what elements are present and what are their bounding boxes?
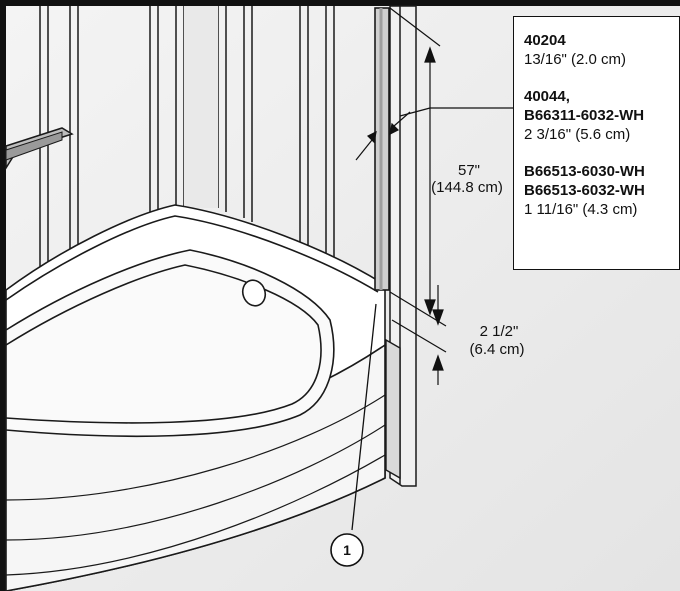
callout-leader [351, 303, 377, 531]
gap-dimension-metric: (6.4 cm) [469, 341, 524, 358]
callout-1: 1 [330, 533, 364, 567]
trim-bar [374, 7, 401, 480]
spec-size: 13/16" (2.0 cm) [524, 51, 627, 68]
spec-part-number: 40044, [524, 88, 570, 105]
top-frame-bar [0, 0, 680, 6]
spec-size: 2 3/16" (5.6 cm) [524, 126, 631, 143]
left-frame-bar [0, 0, 6, 591]
spec-entry-1: 40044, B66311-6032-WH 2 3/16" (5.6 cm) [524, 87, 679, 144]
dimension-lines [355, 7, 513, 385]
bathtub [5, 204, 386, 591]
spec-part-number: B66311-6032-WH [524, 107, 645, 124]
callout-number: 1 [343, 542, 351, 558]
spec-part-number: B66513-6032-WH [524, 182, 645, 199]
spec-part-number: 40204 [524, 32, 566, 49]
spec-size: 1 11/16" (4.3 cm) [524, 201, 638, 218]
height-dimension-metric: (144.8 cm) [431, 179, 503, 196]
spec-entry-2: B66513-6030-WH B66513-6032-WH 1 11/16" (… [524, 162, 679, 219]
wall-corner-shade [184, 6, 218, 208]
part-spec-table: 40204 13/16" (2.0 cm) 40044, B66311-6032… [513, 16, 680, 270]
gap-dimension-imperial: 2 1/2" [480, 323, 519, 340]
spec-part-number: B66513-6030-WH [524, 163, 645, 180]
towel-bar [5, 127, 74, 171]
spec-entry-0: 40204 13/16" (2.0 cm) [524, 31, 679, 69]
height-dimension-imperial: 57" [458, 162, 480, 179]
